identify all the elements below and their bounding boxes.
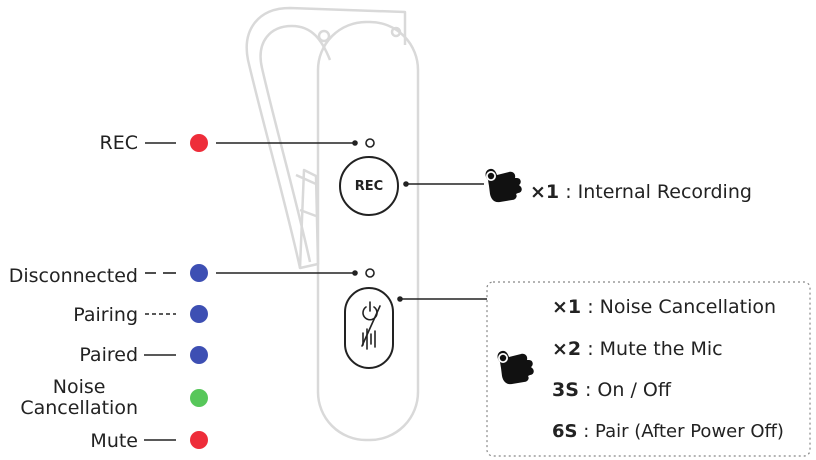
power-action-key: 3S	[552, 379, 579, 401]
mic-wave-icon	[362, 328, 376, 350]
hand-press-icon	[485, 168, 522, 203]
clip-outline	[245, 6, 407, 270]
rec-led-dot	[352, 140, 358, 146]
left-leaders	[144, 142, 354, 441]
power-action-text: Pair (After Power Off)	[595, 421, 784, 442]
power-action-1: ×1 : Noise Cancellation	[552, 296, 776, 318]
mute-indicator-dot	[190, 431, 208, 449]
power-action-sep: :	[584, 379, 592, 401]
power-icon	[361, 301, 381, 347]
power-action-3: 3S : On / Off	[552, 379, 671, 401]
rec-button-label: REC	[354, 178, 384, 194]
power-action-2: ×2 : Mute the Mic	[552, 338, 723, 360]
power-actions-box	[486, 281, 811, 457]
power-action-key: ×1	[552, 296, 582, 318]
disconnected-indicator-dot	[190, 264, 208, 282]
rec-button-outline	[339, 156, 399, 216]
power-button-dot	[397, 296, 403, 302]
power-button-outline	[344, 287, 394, 369]
power-action-key: 6S	[552, 421, 578, 442]
indicator-label-paired: Paired	[79, 344, 138, 366]
rec-button[interactable]: REC	[340, 172, 398, 200]
indicator-label-mute: Mute	[90, 430, 138, 452]
indicator-label-noise-line2: Cancellation	[20, 397, 138, 419]
noise-cancellation-indicator-dot	[190, 389, 208, 407]
right-leaders	[400, 183, 487, 300]
rec-action: ×1 : Internal Recording	[530, 181, 752, 203]
power-action-key: ×2	[552, 338, 582, 360]
status-led-hole	[365, 268, 375, 278]
power-action-sep: :	[587, 338, 594, 360]
paired-indicator-dot	[190, 346, 208, 364]
indicator-label-noise-line1: Noise	[52, 376, 106, 398]
device-body	[316, 20, 420, 442]
power-action-text: Noise Cancellation	[599, 296, 777, 318]
power-action-text: On / Off	[597, 379, 671, 401]
power-action-sep: :	[583, 421, 590, 442]
rec-action-key: ×1	[530, 181, 560, 203]
power-action-text: Mute the Mic	[599, 338, 723, 360]
indicator-label-disconnected: Disconnected	[8, 265, 138, 287]
rec-action-sep: :	[565, 181, 572, 203]
rec-action-text: Internal Recording	[577, 181, 752, 203]
rec-led-hole	[365, 138, 375, 148]
indicator-label-pairing: Pairing	[73, 304, 138, 326]
rec-button-dot	[403, 181, 409, 187]
indicator-label-rec: REC	[99, 132, 138, 154]
pairing-indicator-dot	[190, 305, 208, 323]
rec-indicator-dot	[190, 134, 208, 152]
status-led-dot	[352, 270, 358, 276]
power-button[interactable]	[345, 288, 393, 368]
hand-press-icon-2	[497, 350, 534, 385]
power-action-4: 6S : Pair (After Power Off)	[552, 421, 784, 443]
power-action-sep: :	[587, 296, 594, 318]
indicator-label-noise: Noise Cancellation	[20, 377, 138, 419]
